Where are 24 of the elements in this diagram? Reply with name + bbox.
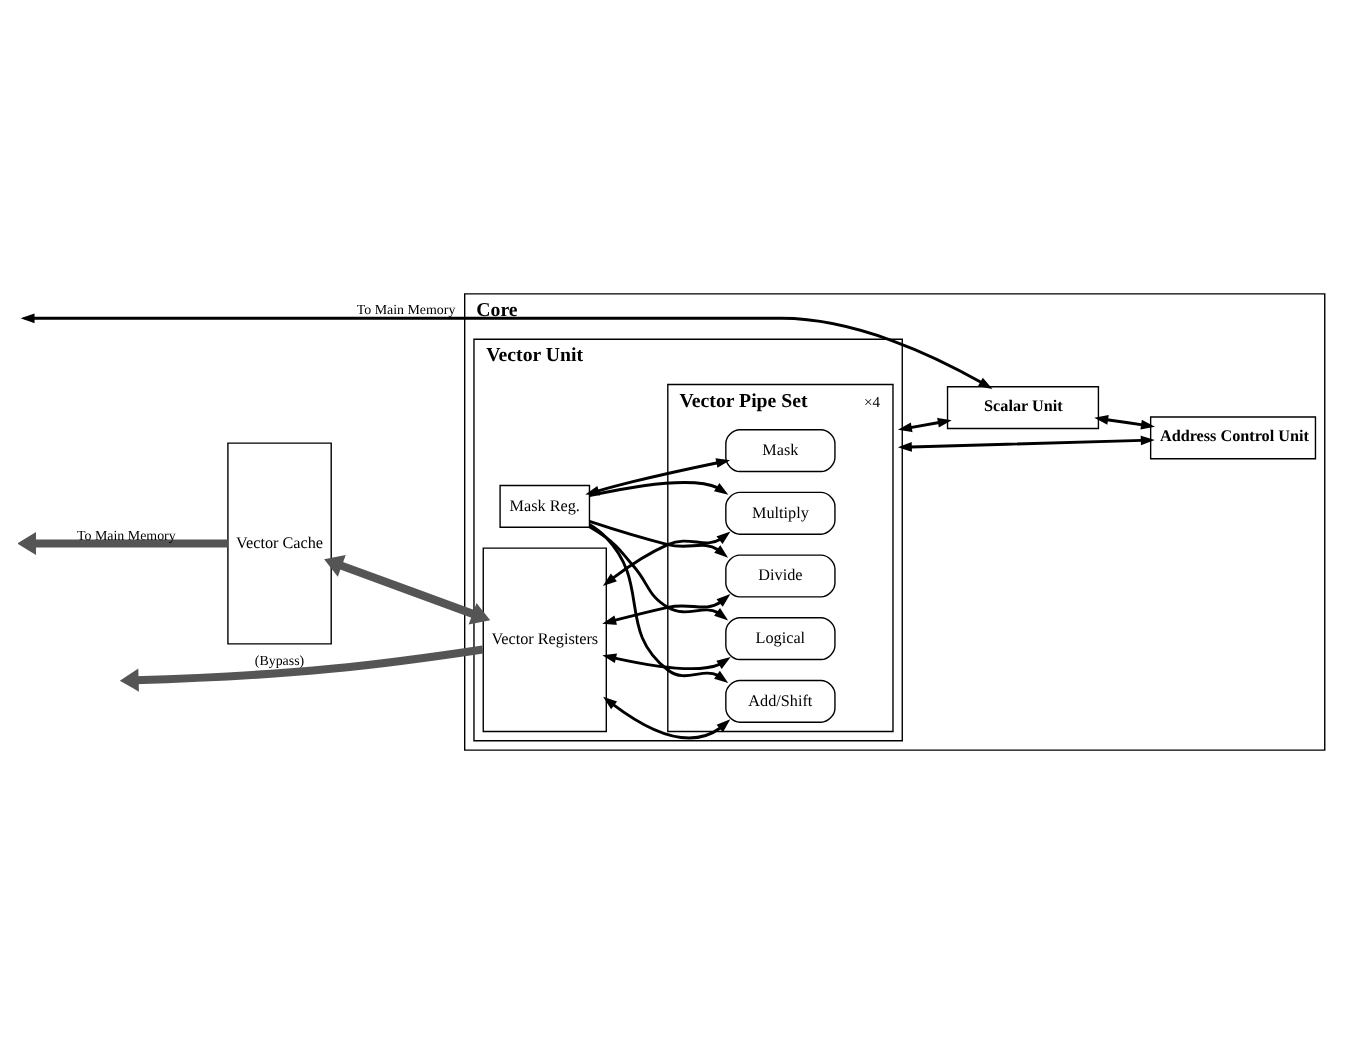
arrow [896, 435, 1154, 452]
node-box: Address Control Unit [1148, 416, 1316, 460]
node-box: Divide [724, 554, 835, 598]
arrow [118, 645, 483, 692]
arrow [588, 481, 728, 498]
arrow [17, 531, 227, 555]
node-box: Logical [724, 617, 835, 661]
node-box: Mask [724, 429, 835, 473]
node-box: Vector Registers [481, 547, 606, 733]
arrow [323, 555, 490, 625]
node-box: Scalar Unit [945, 386, 1099, 430]
arrow [601, 594, 730, 625]
arrow [896, 417, 951, 433]
arrow [601, 653, 730, 670]
arrow [1093, 415, 1154, 430]
arrow [601, 531, 730, 586]
node-box: Multiply [724, 491, 835, 535]
arrow [587, 525, 728, 621]
node-box: Add/Shift [724, 679, 835, 723]
arrow [602, 696, 730, 740]
arrow [587, 523, 728, 684]
node-box: Vector Cache [226, 442, 331, 645]
node-box: Mask Reg. [498, 484, 590, 528]
arrow [588, 520, 728, 558]
